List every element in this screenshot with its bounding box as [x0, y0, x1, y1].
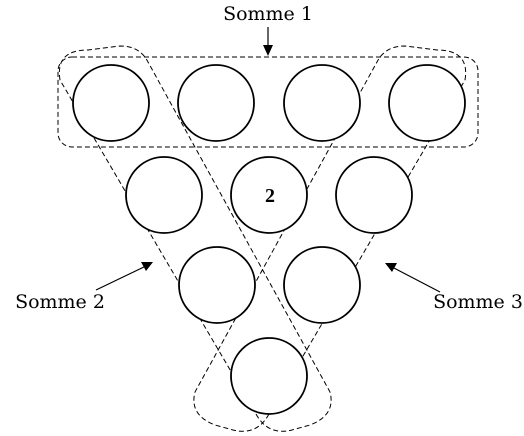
circle-r1c1: [72, 64, 150, 142]
sum1-group-outline: [57, 56, 479, 148]
circle-r2c1: [125, 156, 203, 234]
circle-r1c2: [177, 64, 255, 142]
sum3-arrow-head: [385, 263, 397, 272]
circle-r1c4: [388, 64, 466, 142]
circle-r3c2: [283, 246, 361, 324]
circle-r4c1: [230, 337, 308, 415]
sum2-arrow-line: [95, 265, 147, 291]
sum3-label: Somme 3: [433, 291, 523, 313]
sum3-arrow-line: [391, 266, 441, 293]
circle-r2c2-value: 2: [265, 185, 275, 207]
circle-r3c1: [178, 246, 256, 324]
sum2-group-outline: [58, 45, 332, 432]
sum1-arrow-head: [263, 45, 273, 56]
sum1-label: Somme 1: [223, 3, 313, 25]
sum2-arrow-head: [141, 262, 153, 271]
circle-r1c3: [283, 64, 361, 142]
circle-r2c2: [230, 156, 308, 234]
sum3-group-outline: [193, 45, 467, 432]
sum2-label: Somme 2: [15, 291, 105, 313]
circle-r2c3: [335, 156, 413, 234]
